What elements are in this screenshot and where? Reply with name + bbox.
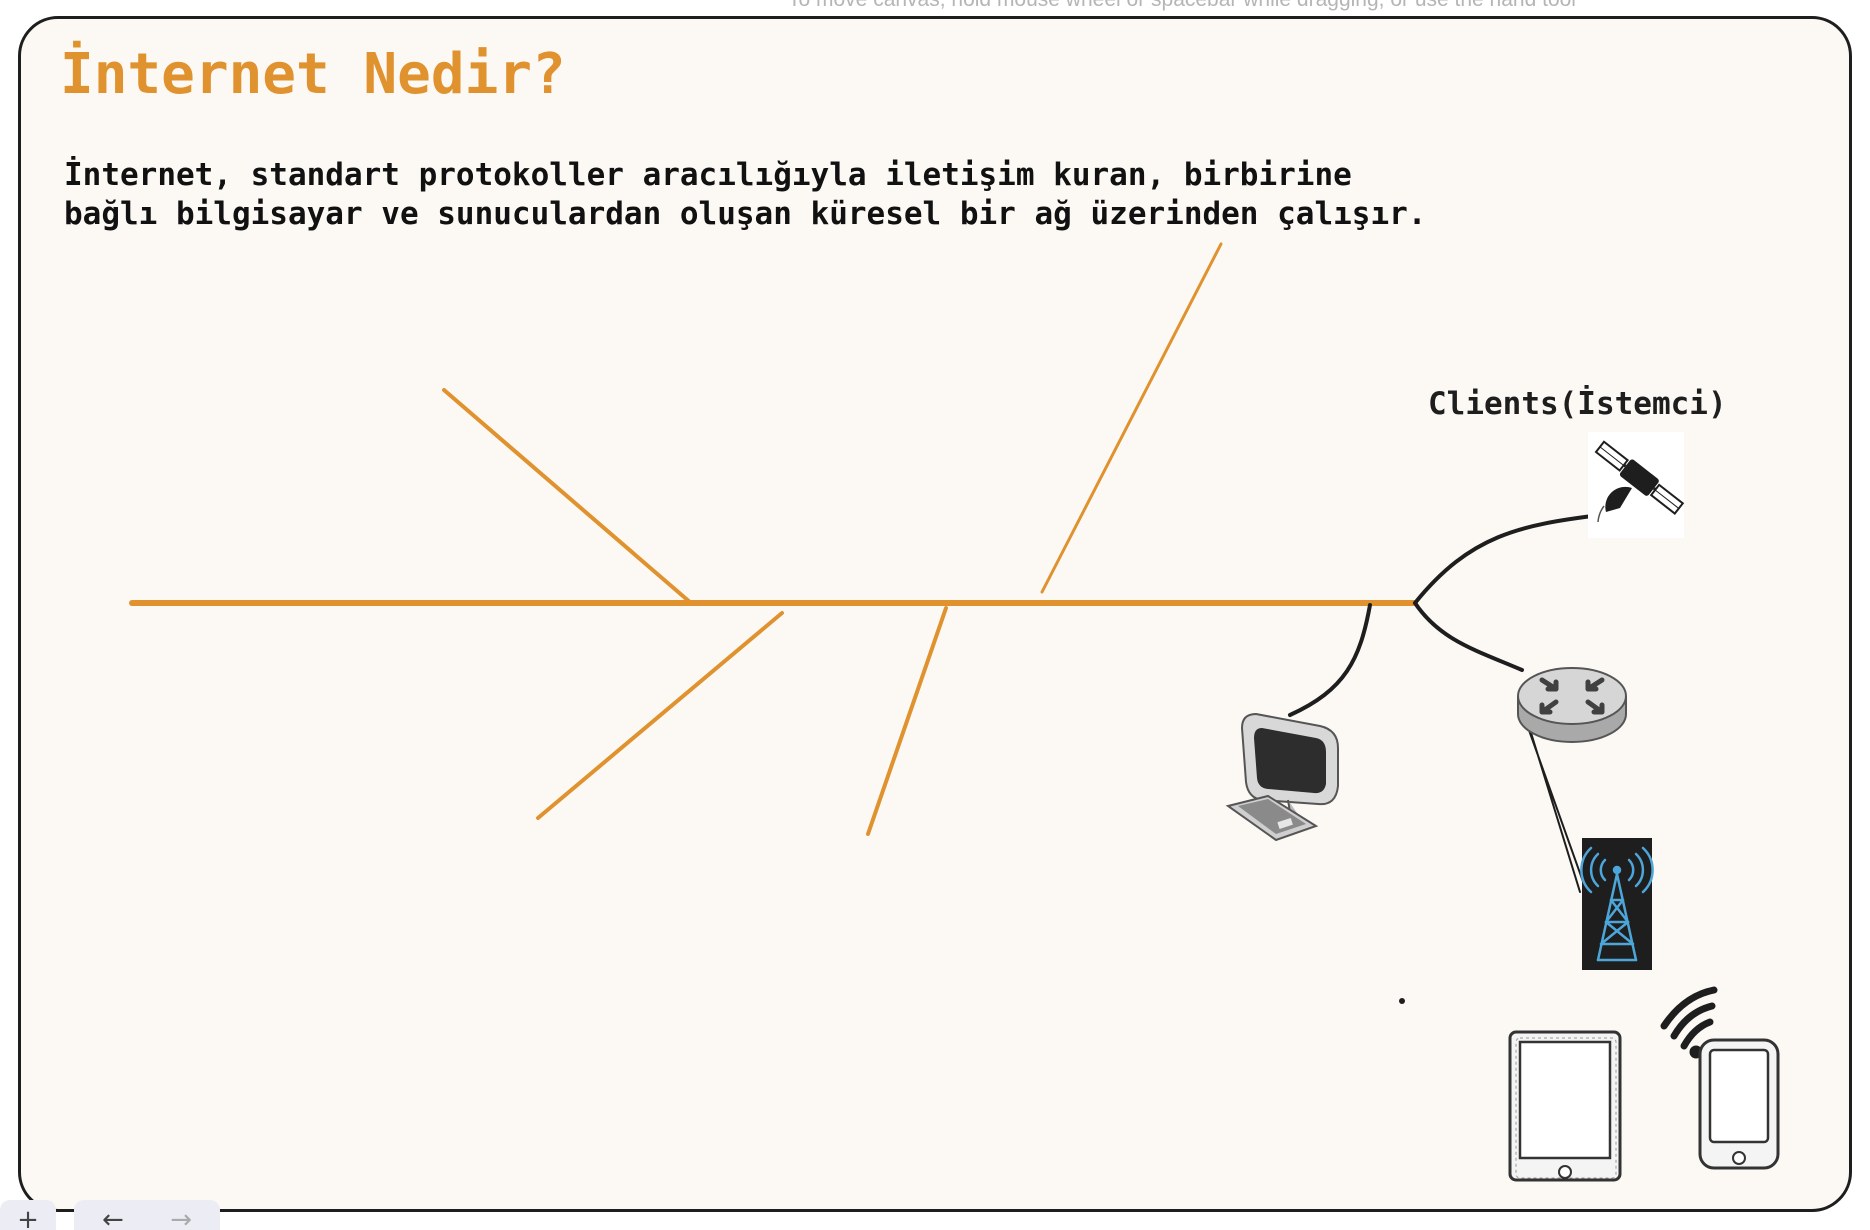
redo-icon[interactable]: → bbox=[170, 1205, 193, 1230]
fishbone-rib-lower-center[interactable] bbox=[866, 606, 948, 836]
connector-router[interactable] bbox=[1413, 601, 1524, 672]
slide-frame[interactable] bbox=[18, 16, 1852, 1212]
canvas-hint: To move canvas, hold mouse wheel or spac… bbox=[788, 0, 1576, 12]
connector-satellite[interactable] bbox=[1413, 513, 1602, 605]
undo-icon[interactable]: ← bbox=[101, 1205, 124, 1230]
description-line-1: İnternet, standart protokoller aracılığı… bbox=[64, 157, 1352, 193]
description-line-2: bağlı bilgisayar ve sunuculardan oluşan … bbox=[64, 196, 1427, 232]
fishbone-rib-lower-left[interactable] bbox=[536, 611, 784, 820]
connectors[interactable] bbox=[1288, 513, 1602, 893]
fishbone-rib-upper-right[interactable] bbox=[1040, 242, 1223, 594]
connector-tower[interactable] bbox=[1519, 704, 1587, 893]
desktop-computer-icon[interactable] bbox=[1225, 712, 1339, 842]
connector-computer[interactable] bbox=[1288, 603, 1372, 717]
tablet-icon[interactable] bbox=[1508, 1030, 1622, 1182]
smartphone-icon[interactable] bbox=[1698, 1038, 1780, 1170]
fishbone-rib-upper-left[interactable] bbox=[442, 388, 693, 605]
zoom-in-button[interactable]: + bbox=[0, 1200, 56, 1230]
canvas-dot[interactable] bbox=[1399, 998, 1405, 1004]
undo-redo-group: ← → bbox=[74, 1200, 220, 1230]
satellite-icon[interactable] bbox=[1588, 432, 1685, 538]
router-icon[interactable] bbox=[1517, 667, 1627, 743]
plus-icon: + bbox=[17, 1205, 39, 1230]
slide-title[interactable]: İnternet Nedir? bbox=[60, 42, 566, 107]
cell-tower-icon[interactable] bbox=[1580, 838, 1654, 970]
fishbone-bones[interactable] bbox=[129, 242, 1418, 836]
slide-description[interactable]: İnternet, standart protokoller aracılığı… bbox=[64, 156, 1426, 234]
clients-label[interactable]: Clients(İstemci) bbox=[1428, 386, 1727, 422]
